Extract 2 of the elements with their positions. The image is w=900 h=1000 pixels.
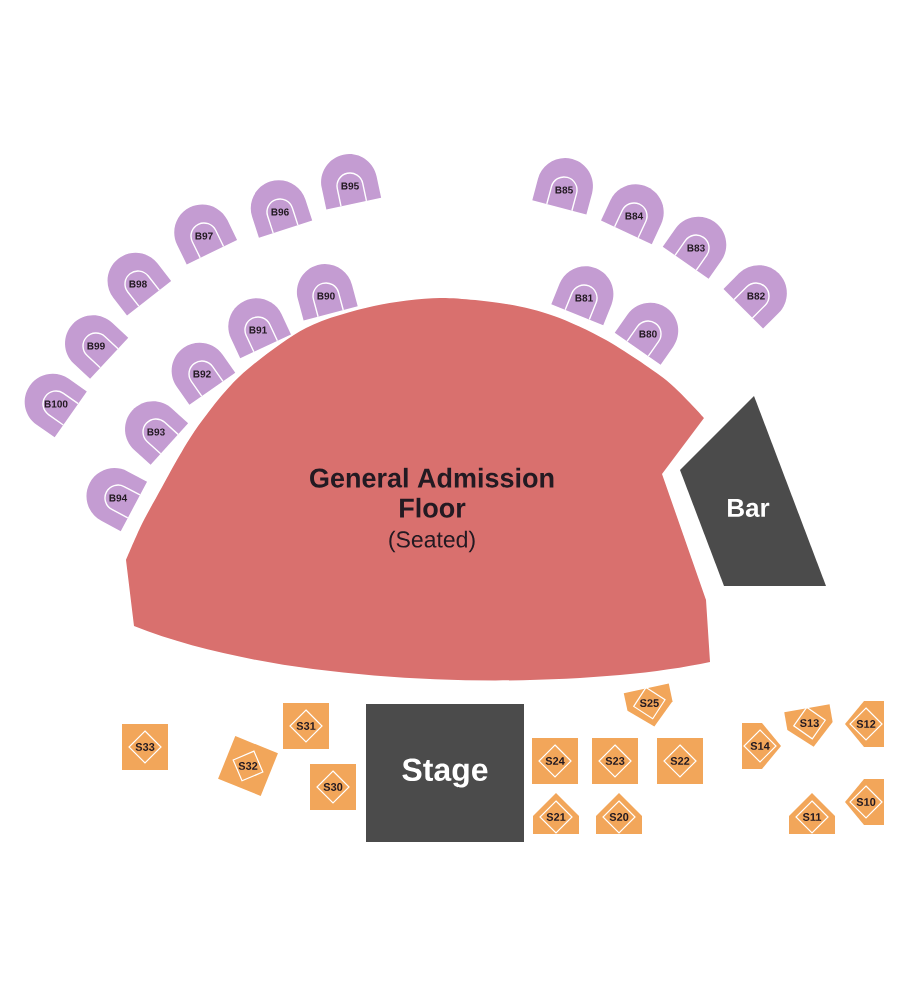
bar-area: Bar xyxy=(680,396,826,586)
stage: Stage xyxy=(366,704,524,842)
